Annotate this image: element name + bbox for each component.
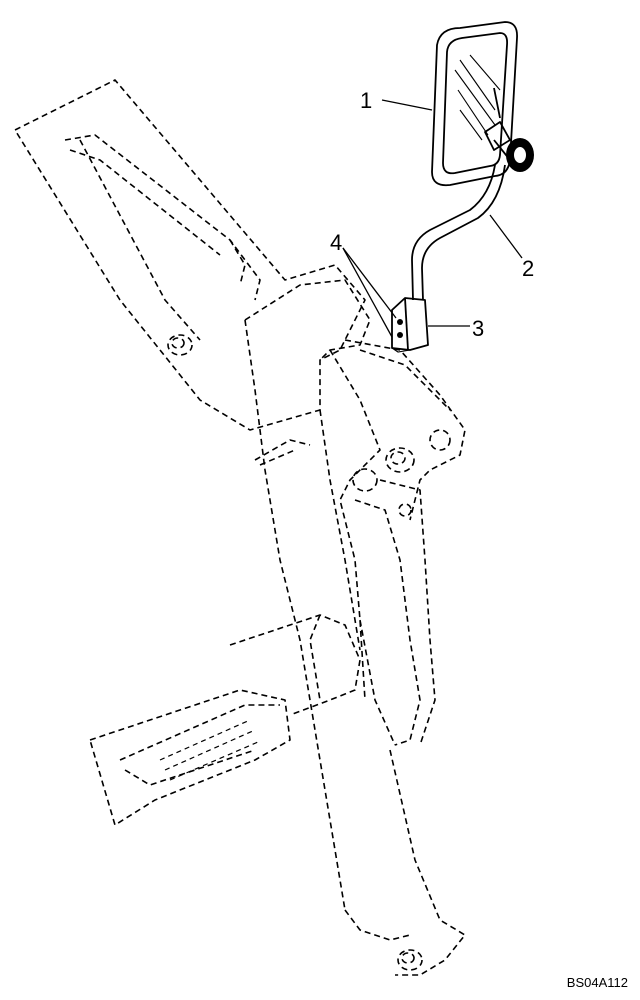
leader-lines [342,99,523,338]
mirror-head [431,21,518,187]
figure-code: BS04A112 [566,975,628,990]
mounting-clamp [391,297,429,353]
loader-arm-outline [14,79,466,976]
leader-1 [381,99,433,111]
leader-2 [489,214,523,259]
leader-4b [342,247,393,338]
adjuster-knob [484,87,534,172]
callout-3: 3 [472,316,484,341]
callout-1: 1 [360,88,372,113]
mirror-assembly [391,21,534,353]
leader-4a [342,247,397,319]
callout-2: 2 [522,256,534,281]
callout-4: 4 [330,230,342,255]
support-tube [411,164,506,301]
